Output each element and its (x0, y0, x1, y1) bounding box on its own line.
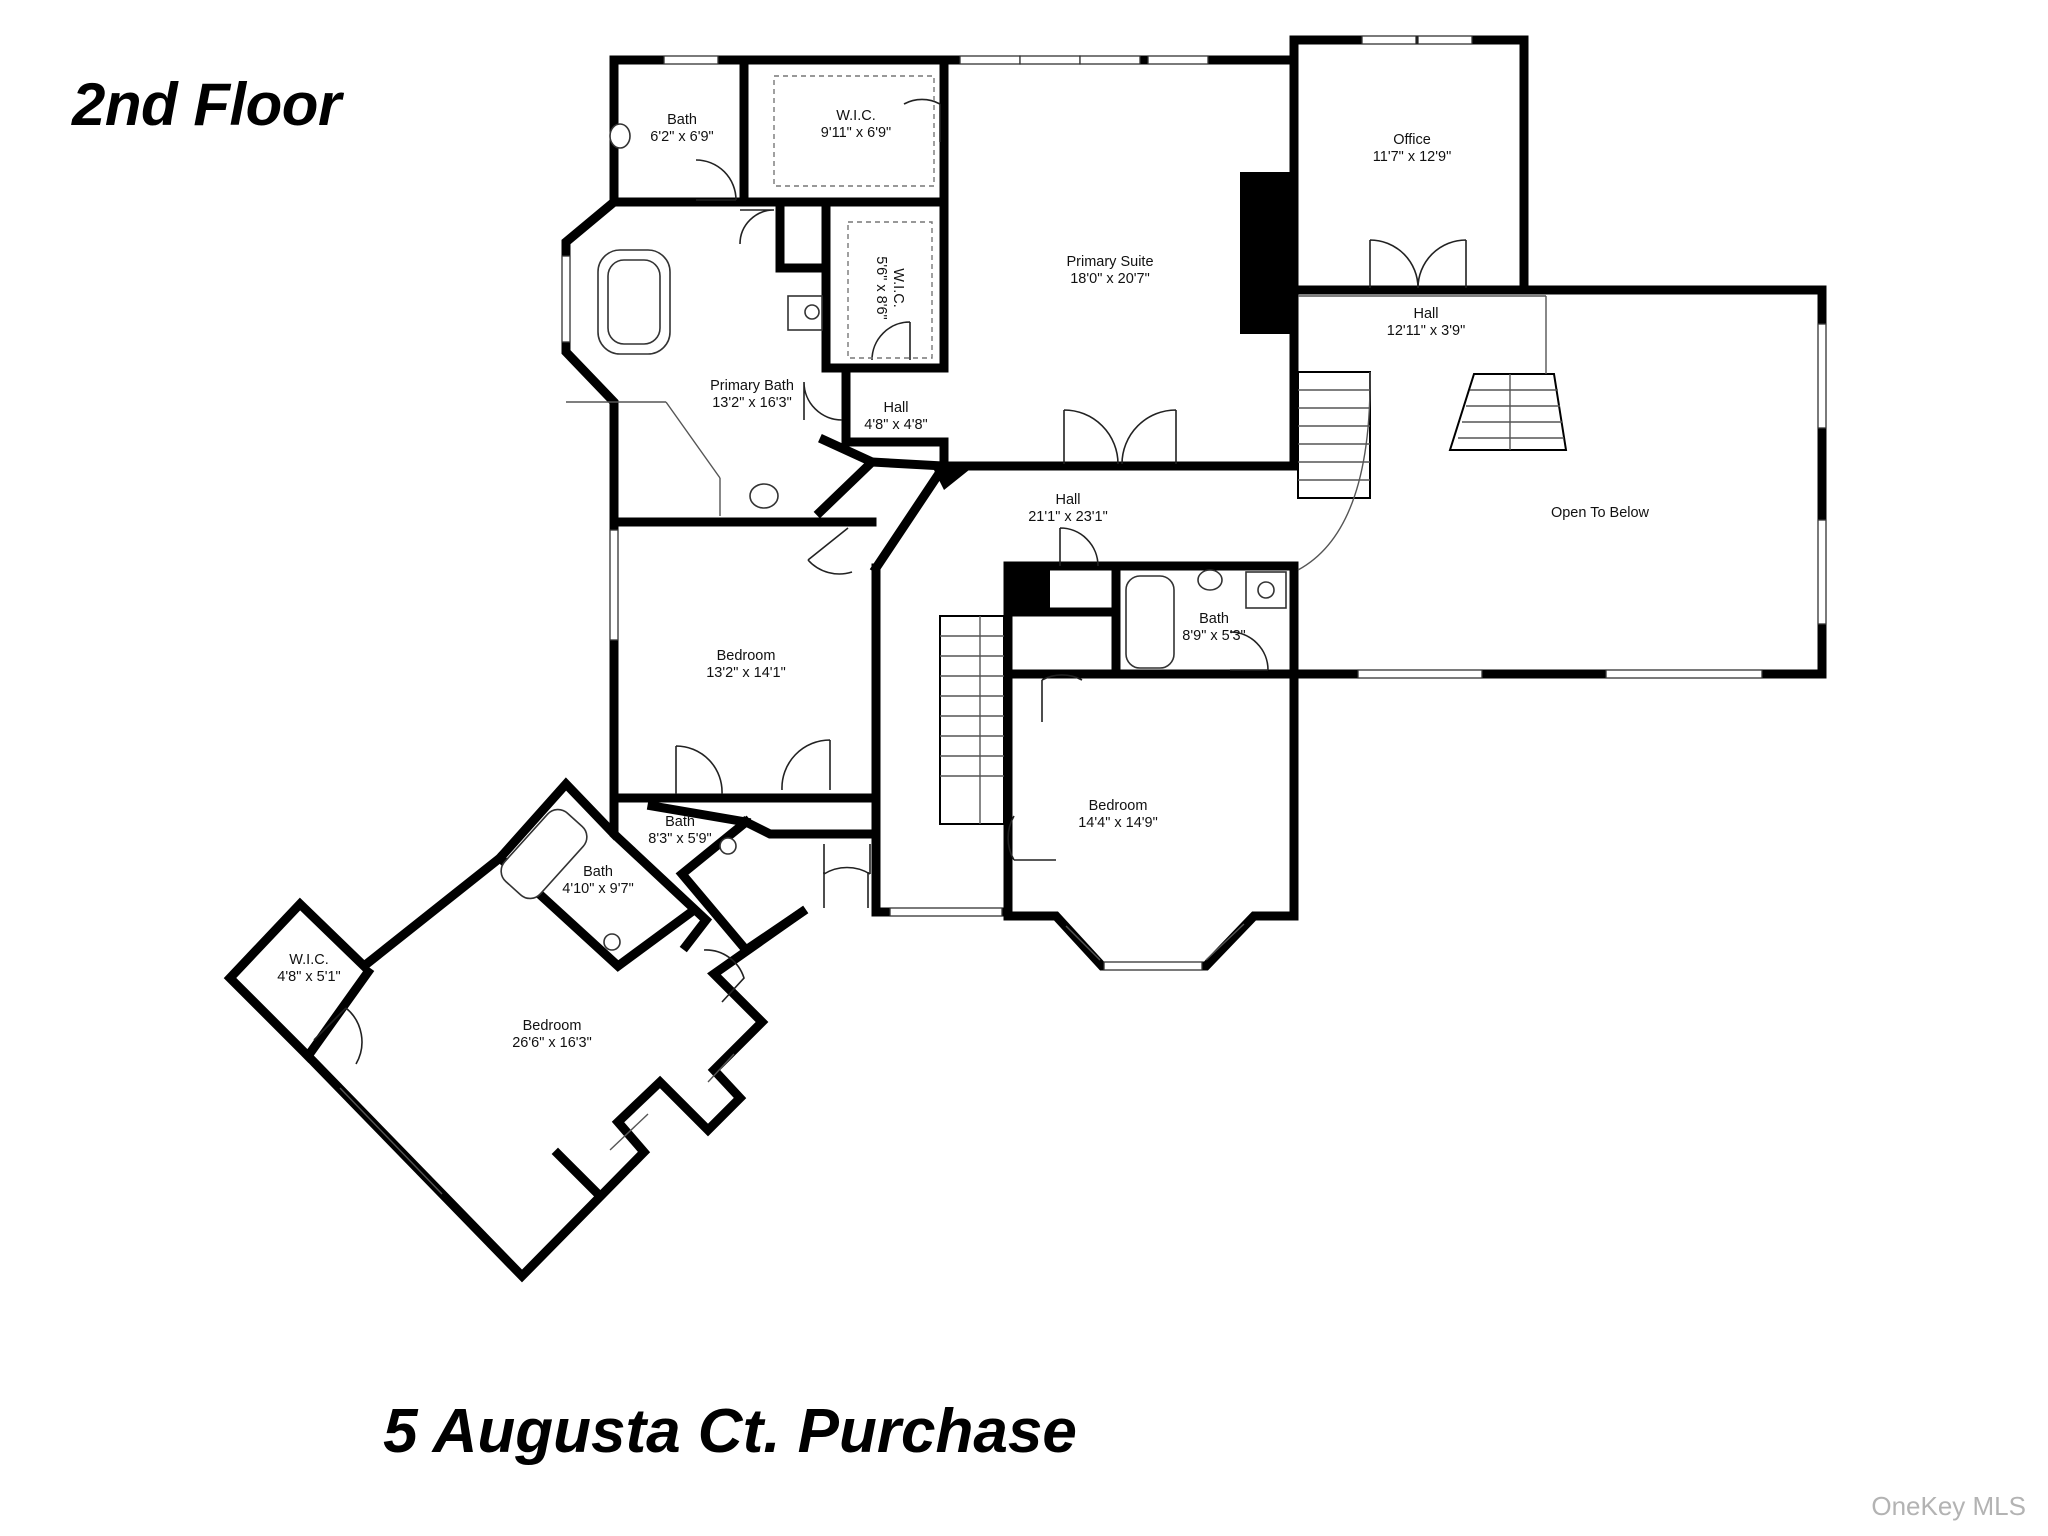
room-dims-bath-center: 8'9" x 5'3" (1182, 628, 1245, 644)
room-labels: Bath 6'2" x 6'9" W.I.C. 9'11" x 6'9" W.I… (277, 108, 1649, 1051)
room-dims-office: 11'7" x 12'9" (1373, 149, 1451, 165)
room-name-bath-top: Bath (667, 112, 697, 128)
room-dims-bedroom-center: 14'4" x 14'9" (1078, 815, 1158, 831)
room-dims-bath-angled: 4'10" x 9'7" (562, 881, 633, 897)
room-name-hall-small: Hall (884, 400, 909, 416)
room-name-open-to-below: Open To Below (1551, 505, 1650, 521)
room-dims-wic-top: 9'11" x 6'9" (821, 125, 891, 141)
room-name-wic-angled: W.I.C. (289, 952, 328, 968)
stairs (939, 295, 1568, 825)
room-dims-primary-bath: 13'2" x 16'3" (712, 395, 792, 411)
room-name-hall-upper: Hall (1414, 306, 1439, 322)
doors (313, 98, 1467, 1065)
room-name-wic-side: W.I.C. (890, 268, 906, 307)
room-name-bedroom-left: Bedroom (717, 648, 776, 664)
address-caption: 5 Augusta Ct. Purchase (383, 1397, 1077, 1466)
room-name-bath-center: Bath (1199, 611, 1229, 627)
room-dims-hall-upper: 12'11" x 3'9" (1387, 323, 1465, 339)
room-dims-hall-small: 4'8" x 4'8" (864, 417, 927, 433)
room-dims-bedroom-large: 26'6" x 16'3" (512, 1035, 592, 1051)
room-name-bath-angled: Bath (583, 864, 613, 880)
room-dims-wic-side: 5'6" x 8'6" (873, 256, 889, 319)
room-dims-bath-top: 6'2" x 6'9" (650, 129, 713, 145)
room-dims-wic-angled: 4'8" x 5'1" (277, 969, 340, 985)
room-name-wic-top: W.I.C. (836, 108, 875, 124)
room-name-hall-main: Hall (1056, 492, 1081, 508)
room-dims-bath-mid: 8'3" x 5'9" (648, 831, 711, 847)
room-dims-primary-suite: 18'0" x 20'7" (1070, 271, 1150, 287)
walls (223, 35, 1827, 1283)
room-name-bedroom-large: Bedroom (523, 1018, 582, 1034)
room-dims-bedroom-left: 13'2" x 14'1" (706, 665, 786, 681)
floor-title: 2nd Floor (72, 71, 341, 138)
room-dims-hall-main: 21'1" x 23'1" (1028, 509, 1108, 525)
watermark: OneKey MLS (1871, 1491, 2026, 1521)
room-name-primary-bath: Primary Bath (710, 378, 794, 394)
room-name-bath-mid: Bath (665, 814, 695, 830)
windows (339, 35, 1827, 1195)
room-name-office: Office (1393, 132, 1431, 148)
room-name-primary-suite: Primary Suite (1066, 254, 1153, 270)
room-name-bedroom-center: Bedroom (1089, 798, 1148, 814)
fixtures (500, 75, 1287, 951)
